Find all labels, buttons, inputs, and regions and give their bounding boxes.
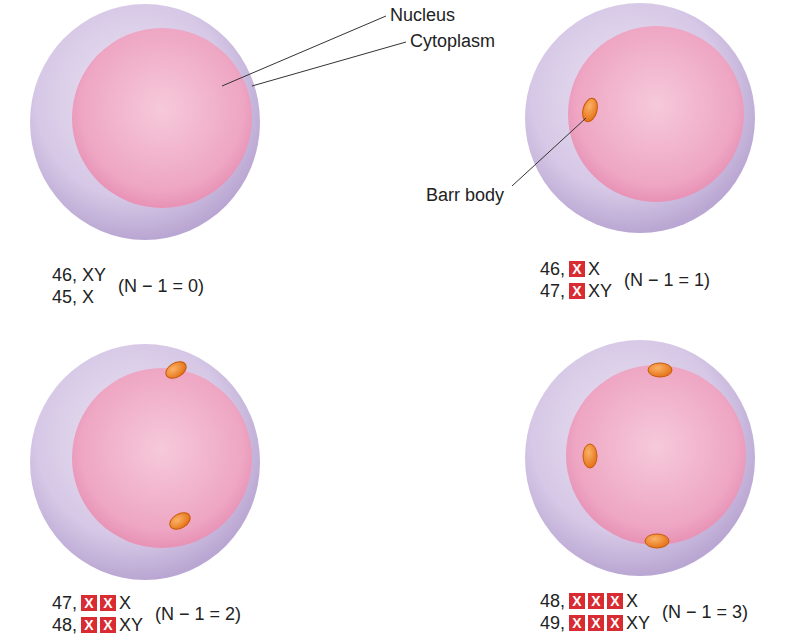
barr-count: (N − 1 = 2) (155, 603, 241, 625)
inactive-x: X (588, 615, 604, 631)
karyotype-text: 47, (52, 592, 77, 614)
cell (525, 3, 755, 233)
inactive-x: X (607, 593, 623, 609)
inactive-x: X (588, 593, 604, 609)
inactive-x: X (569, 615, 585, 631)
cell (30, 344, 260, 580)
karyotype-text: 47, (540, 280, 565, 302)
karyotype-text: X (588, 258, 600, 280)
karyotype-text: XY (626, 612, 650, 634)
leader-line (512, 118, 586, 186)
karyotype-text: 48, (540, 590, 565, 612)
karyotype-text: 46, XY (52, 264, 106, 286)
karyotype-text: 48, (52, 614, 77, 636)
inactive-x: X (569, 261, 585, 277)
karyotype-text: 49, (540, 612, 565, 634)
inactive-x: X (607, 615, 623, 631)
karyotype-line: 47,XXX (52, 592, 135, 614)
leader-line (222, 16, 386, 86)
karyotype-line: 46,XX (540, 258, 604, 280)
inactive-x: X (569, 593, 585, 609)
karyotype-line: 47,XXY (540, 280, 616, 302)
karyotype-text: X (626, 590, 638, 612)
inactive-x: X (81, 595, 97, 611)
karyotype-text: 46, (540, 258, 565, 280)
leader-line (252, 42, 406, 86)
part-label: Barr body (426, 184, 504, 206)
karyotype-line: 48,XXXX (540, 590, 642, 612)
inactive-x: X (100, 617, 116, 633)
karyotype-text: 45, X (52, 286, 94, 308)
karyotype-text: XY (588, 280, 612, 302)
barr-count: (N − 1 = 3) (662, 601, 748, 623)
karyotype-line: 46, XY (52, 264, 110, 286)
part-label: Nucleus (390, 4, 455, 26)
karyotype-text: XY (119, 614, 143, 636)
cell (30, 4, 260, 240)
barr-count: (N − 1 = 0) (118, 275, 204, 297)
inactive-x: X (569, 283, 585, 299)
karyotype-line: 49,XXXXY (540, 612, 654, 634)
karyotype-text: X (119, 592, 131, 614)
part-label: Cytoplasm (410, 30, 495, 52)
cell (525, 340, 755, 576)
inactive-x: X (81, 617, 97, 633)
barr-count: (N − 1 = 1) (624, 269, 710, 291)
inactive-x: X (100, 595, 116, 611)
karyotype-line: 48,XXXY (52, 614, 147, 636)
karyotype-line: 45, X (52, 286, 98, 308)
